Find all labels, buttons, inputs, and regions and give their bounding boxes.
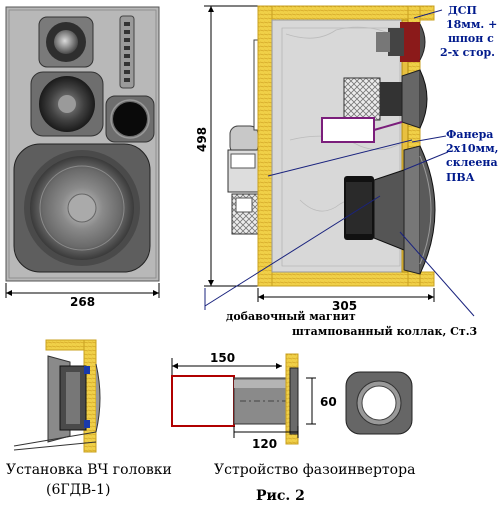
level-indicator (119, 15, 135, 89)
height-dimension: 498 (195, 5, 258, 287)
label-plywood: Фанера 2х10мм, склеена ПВА (446, 128, 502, 184)
caption-tweeter-line2: (6ГДВ-1) (46, 482, 110, 498)
label-magnet: добавочный магнит (226, 310, 356, 323)
caption-port: Устройство фазоинвертора (214, 462, 415, 478)
small-driver-front (105, 95, 155, 143)
midrange-front (30, 71, 104, 137)
damping-block (321, 117, 375, 143)
label-cap: штампованный коллак, Ст.3 (292, 325, 477, 338)
depth-dimension: 305 (257, 288, 435, 313)
port-detail: 150 120 60 Устройство фазоинвертора (171, 351, 415, 478)
port-diameter-label: 60 (320, 395, 337, 409)
width-label: 268 (70, 295, 95, 309)
tweeter-front (38, 16, 94, 68)
port-length-label: 150 (210, 351, 235, 365)
port-flange-front (345, 371, 413, 435)
rear-components (227, 125, 259, 235)
midrange-section (343, 69, 428, 129)
port-tube-label: 120 (252, 437, 277, 451)
depth-label: 305 (332, 299, 357, 313)
tweeter-section (376, 22, 426, 62)
front-view: 268 (5, 6, 160, 309)
side-section: 498 (195, 4, 502, 338)
woofer-section (344, 145, 436, 275)
label-dsp: ДСП 18мм. + шпон с 2-х стор. (440, 4, 501, 59)
width-dimension: 268 (5, 283, 160, 309)
caption-tweeter-line1: Установка ВЧ головки (6, 462, 172, 478)
height-label: 498 (195, 127, 209, 152)
rear-wall (257, 5, 273, 287)
tweeter-mount-detail: Установка ВЧ головки (6ГДВ-1) (6, 339, 172, 498)
figure-caption: Рис. 2 (256, 488, 305, 504)
woofer-front (13, 143, 151, 273)
